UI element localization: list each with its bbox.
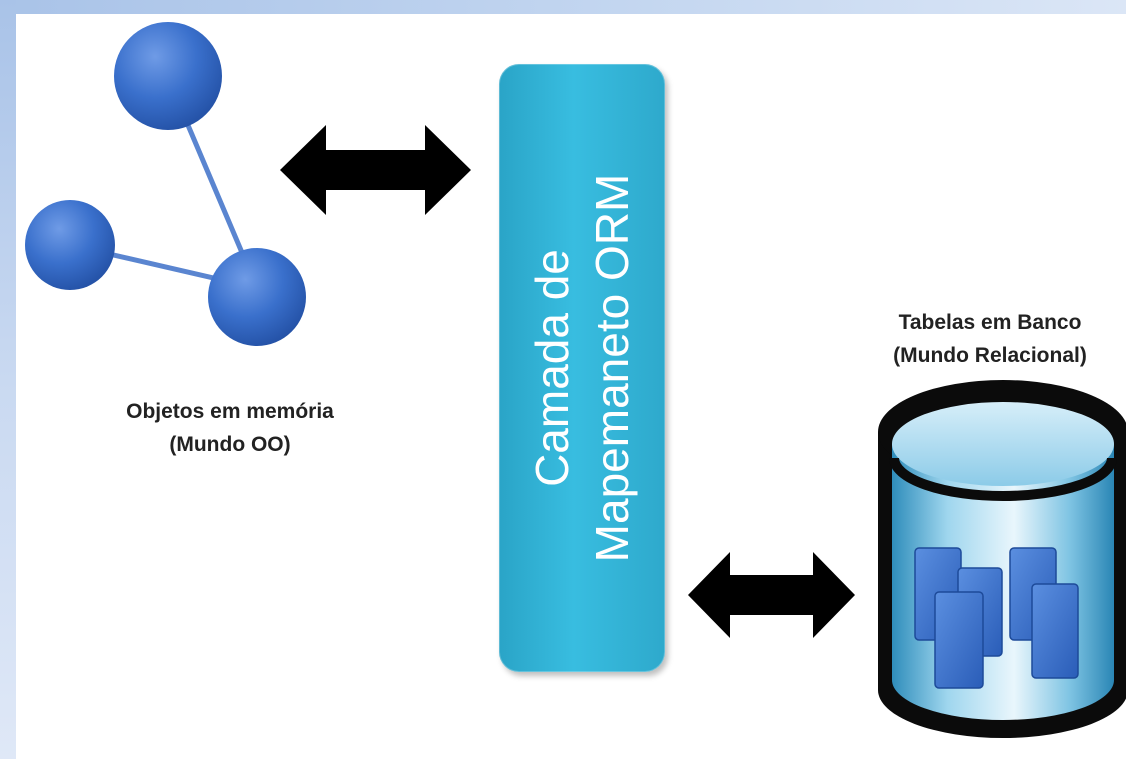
tables-label-line1: Tabelas em Banco	[898, 311, 1082, 334]
object-node-left	[25, 200, 115, 290]
objects-label-line1: Objetos em memória	[126, 400, 334, 423]
double-arrow-lower	[688, 552, 855, 638]
object-node-right	[208, 248, 306, 346]
objects-label-line2: (Mundo OO)	[169, 433, 291, 456]
objects-in-memory-label: Objetos em memória (Mundo OO)	[60, 395, 400, 461]
orm-mapping-layer-text: Camada de Mapemaneto ORM	[522, 108, 642, 628]
object-node-top	[114, 22, 222, 130]
db-table-block	[934, 591, 984, 689]
database-tables-label: Tabelas em Banco (Mundo Relacional)	[820, 306, 1126, 372]
object-graph-icon	[25, 22, 306, 346]
orm-layer-line1: Camada de	[526, 249, 578, 487]
orm-layer-line2: Mapemaneto ORM	[586, 173, 638, 563]
database-icon	[878, 380, 1126, 738]
frame-top-border	[0, 0, 1126, 14]
tables-label-line2: (Mundo Relacional)	[893, 344, 1087, 367]
double-arrow-upper	[280, 125, 471, 215]
orm-mapping-layer: Camada de Mapemaneto ORM	[499, 64, 665, 672]
frame-left-border	[0, 0, 16, 759]
db-table-block	[1031, 583, 1079, 679]
